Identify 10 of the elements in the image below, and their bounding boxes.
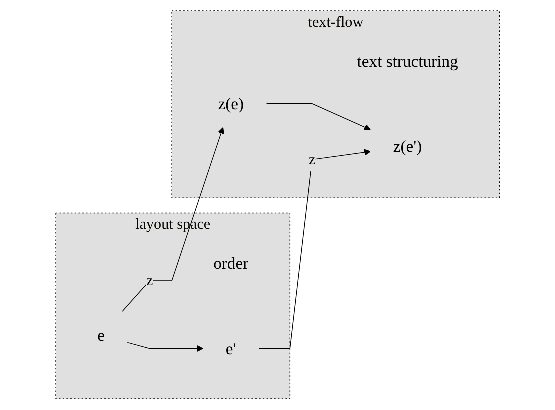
arrow (126, 342, 204, 352)
arrow (258, 149, 371, 350)
node-text: z(e') (392, 137, 422, 156)
arrow (266, 104, 371, 131)
arrow (122, 127, 224, 312)
edge-label: z (308, 151, 316, 168)
node-text: z(e) (218, 94, 244, 114)
node-text: e (97, 326, 104, 345)
node-text: e' (225, 339, 236, 358)
edge-label: z (146, 272, 153, 290)
